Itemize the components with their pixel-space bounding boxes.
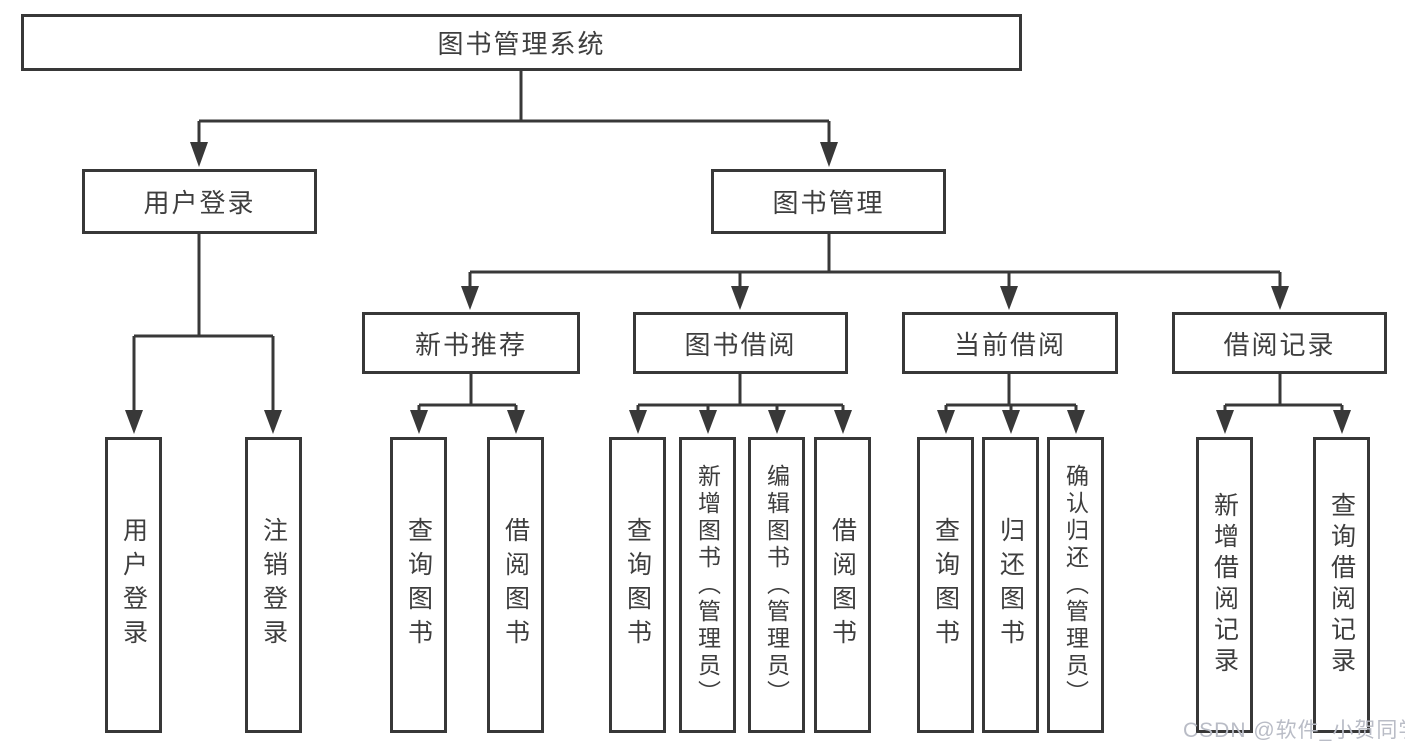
leaf-query-books-current: 查询图书 — [917, 437, 974, 733]
leaf-borrow-books: 借阅图书 — [814, 437, 871, 733]
node-book-management: 图书管理 — [711, 169, 946, 234]
leaf-add-borrow-record: 新增借阅记录 — [1196, 437, 1253, 733]
leaf-query-books-borrowing: 查询图书 — [609, 437, 666, 733]
node-current-borrowing: 当前借阅 — [902, 312, 1118, 374]
node-library-management-system: 图书管理系统 — [21, 14, 1022, 71]
leaf-query-books-recommend: 查询图书 — [390, 437, 447, 733]
leaf-return-books: 归还图书 — [982, 437, 1039, 733]
leaf-logout: 注销登录 — [245, 437, 302, 733]
node-book-borrowing: 图书借阅 — [633, 312, 848, 374]
leaf-edit-books-admin: 编辑图书（管理员） — [748, 437, 805, 733]
node-user-login: 用户登录 — [82, 169, 317, 234]
leaf-borrow-books-recommend: 借阅图书 — [487, 437, 544, 733]
leaf-user-login: 用户登录 — [105, 437, 162, 733]
node-borrowing-records: 借阅记录 — [1172, 312, 1387, 374]
leaf-confirm-return-admin: 确认归还（管理员） — [1047, 437, 1104, 733]
csdn-watermark: CSDN @软件_小贺同学 — [1183, 719, 1405, 742]
leaf-add-books-admin: 新增图书（管理员） — [679, 437, 736, 733]
leaf-query-borrow-record: 查询借阅记录 — [1313, 437, 1370, 733]
arrowhead-icons — [125, 142, 1351, 434]
node-new-book-recommendation: 新书推荐 — [362, 312, 580, 374]
